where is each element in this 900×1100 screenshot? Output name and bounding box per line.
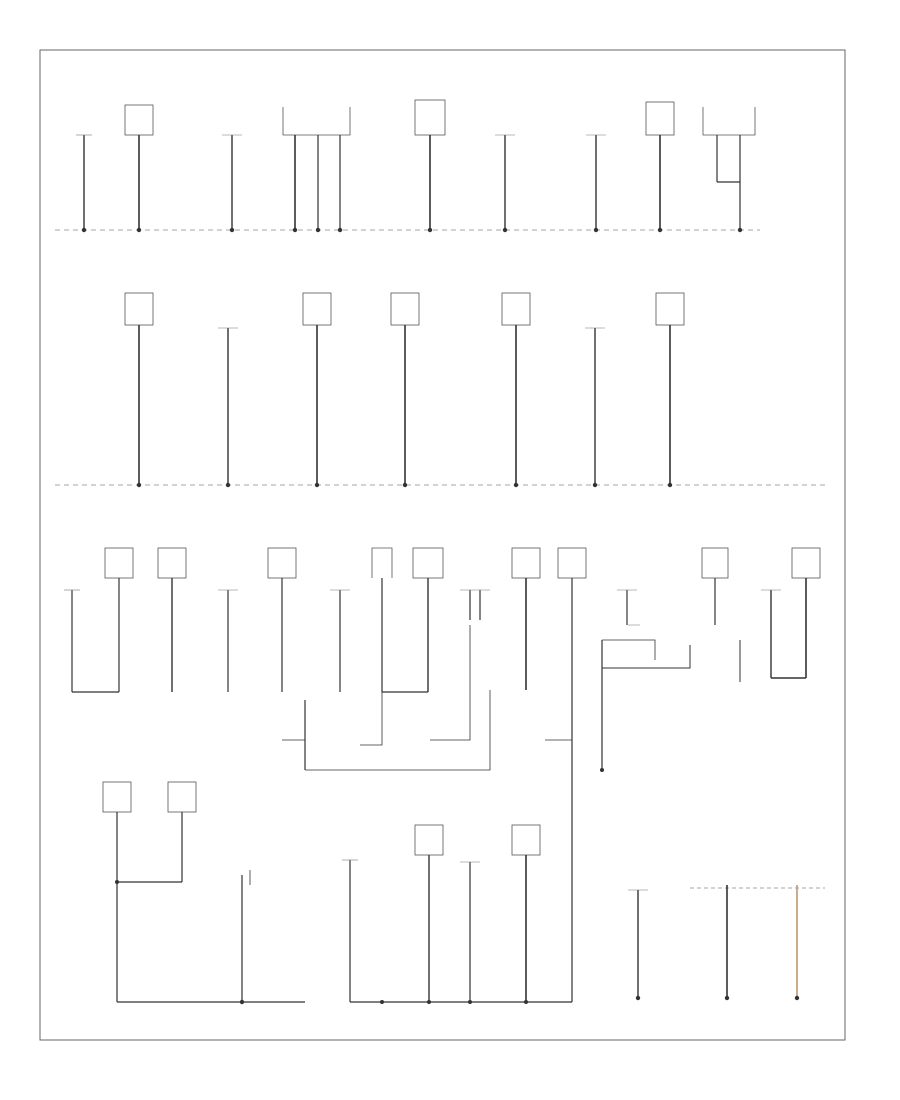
bottom-component-11 <box>557 547 587 1002</box>
bottom-component-12 <box>617 589 637 625</box>
ground-3 <box>690 885 825 1001</box>
splice-network <box>282 624 741 772</box>
lower-component-4 <box>342 859 358 1002</box>
bottom-component-6 <box>330 589 350 692</box>
lower-section <box>102 781 825 1005</box>
bottom-component-5 <box>267 547 297 692</box>
top-section <box>55 99 760 233</box>
bottom-component-15 <box>771 547 821 679</box>
bottom-component-1 <box>64 589 80 692</box>
top-component-2 <box>124 104 154 233</box>
lower-component-5 <box>414 824 444 1002</box>
bottom-component-10 <box>511 547 541 690</box>
middle-component-1 <box>124 292 154 488</box>
bottom-component-8 <box>382 547 444 693</box>
middle-component-3 <box>302 292 332 488</box>
middle-section <box>55 292 828 488</box>
top-component-3 <box>222 134 242 233</box>
lower-component-7 <box>511 824 541 1002</box>
middle-component-4 <box>390 292 420 488</box>
ground-1 <box>117 999 305 1005</box>
diagram-frame <box>39 49 846 1041</box>
bottom-component-7 <box>371 547 393 692</box>
lower-component-8 <box>628 889 648 1001</box>
bottom-component-14 <box>761 589 781 678</box>
top-component-5 <box>414 99 446 233</box>
top-component-4 <box>282 107 351 233</box>
lower-component-3 <box>241 870 251 1002</box>
top-component-6 <box>495 134 515 233</box>
bottom-section <box>64 547 821 1002</box>
lower-component-2 <box>115 781 197 884</box>
middle-component-5 <box>501 292 531 488</box>
lower-component-1 <box>102 781 132 1002</box>
bottom-component-13 <box>701 547 729 625</box>
ground-2 <box>350 1000 572 1004</box>
middle-component-6 <box>585 327 605 488</box>
middle-component-7 <box>655 292 685 488</box>
top-component-9 <box>702 107 756 233</box>
middle-component-2 <box>218 327 238 488</box>
top-component-7 <box>586 134 606 233</box>
bottom-component-2 <box>72 547 134 693</box>
bottom-component-9 <box>460 589 490 620</box>
top-component-1 <box>76 134 92 233</box>
lower-component-6 <box>460 861 480 1002</box>
top-component-8 <box>645 101 675 233</box>
bottom-component-3 <box>157 547 187 692</box>
bottom-component-4 <box>218 589 238 692</box>
